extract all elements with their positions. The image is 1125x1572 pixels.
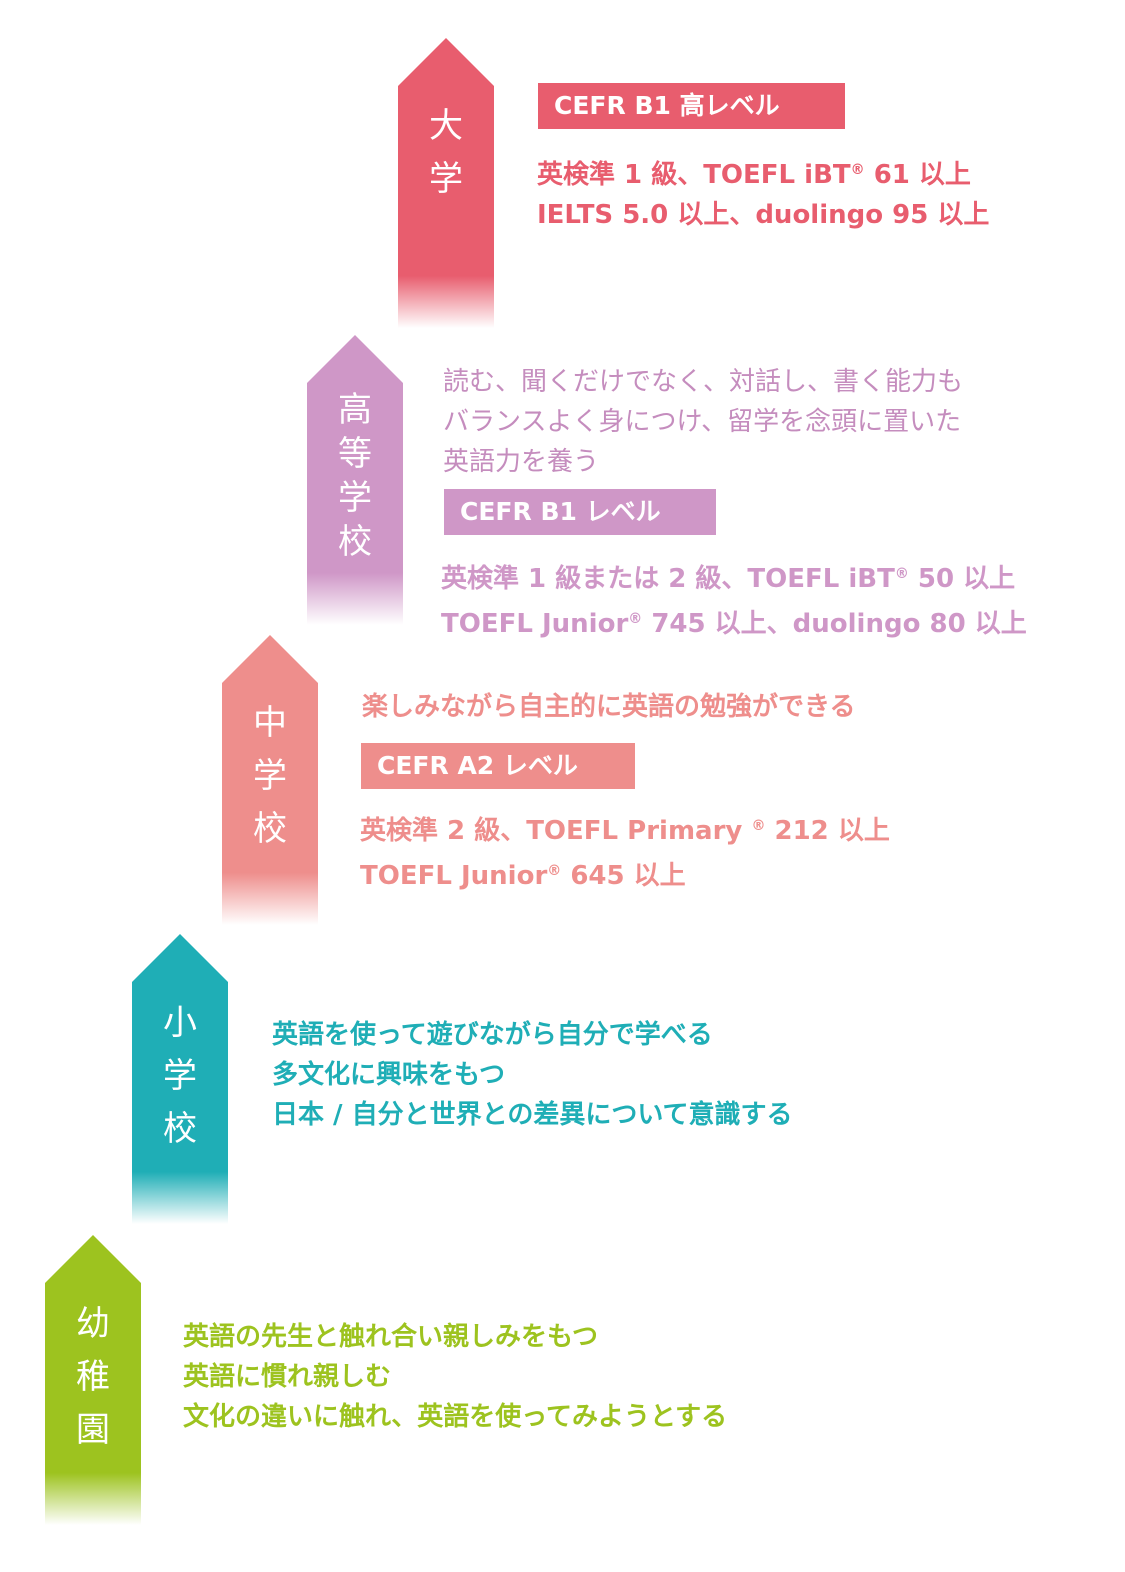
high-school-requirements: 英検準 1 級または 2 級、TOEFL iBT® 50 以上 TOEFL Ju… [441,564,1027,639]
high-school-goals: 読む、聞くだけでなく、対話し、書く能力も バランスよく身につけ、留学を念頭に置い… [443,367,964,477]
high-school-label: 高 等 学 校 [338,390,372,562]
kindergarten-label: 幼 稚 園 [76,1304,110,1450]
junior-high-cefr-badge: CEFR A2 レベル [361,743,635,789]
university-cefr-badge: CEFR B1 高レベル [538,83,845,129]
elementary-label: 小 学 校 [163,1003,197,1149]
junior-high-arrow [222,635,318,925]
elementary-goals: 英語を使って遊びながら自分で学べる 多文化に興味をもつ 日本 / 自分と世界との… [272,1020,793,1130]
university-label: 大 学 [429,106,463,199]
high-school-cefr-badge: CEFR B1 レベル [444,489,716,535]
kindergarten-goals: 英語の先生と触れ合い親しみをもつ 英語に慣れ親しむ 文化の違いに触れ、英語を使っ… [183,1322,728,1432]
junior-high-requirements: 英検準 2 級、TOEFL Primary ® 212 以上 TOEFL Jun… [360,816,890,891]
university-arrow [398,38,494,328]
elementary-arrow [132,934,228,1224]
junior-high-goals: 楽しみながら自主的に英語の勉強ができる [362,692,856,722]
kindergarten-arrow [45,1235,141,1525]
high-school-arrow [307,335,403,625]
university-requirements: 英検準 1 級、TOEFL iBT® 61 以上 IELTS 5.0 以上、du… [537,160,990,230]
junior-high-label: 中 学 校 [253,703,287,849]
